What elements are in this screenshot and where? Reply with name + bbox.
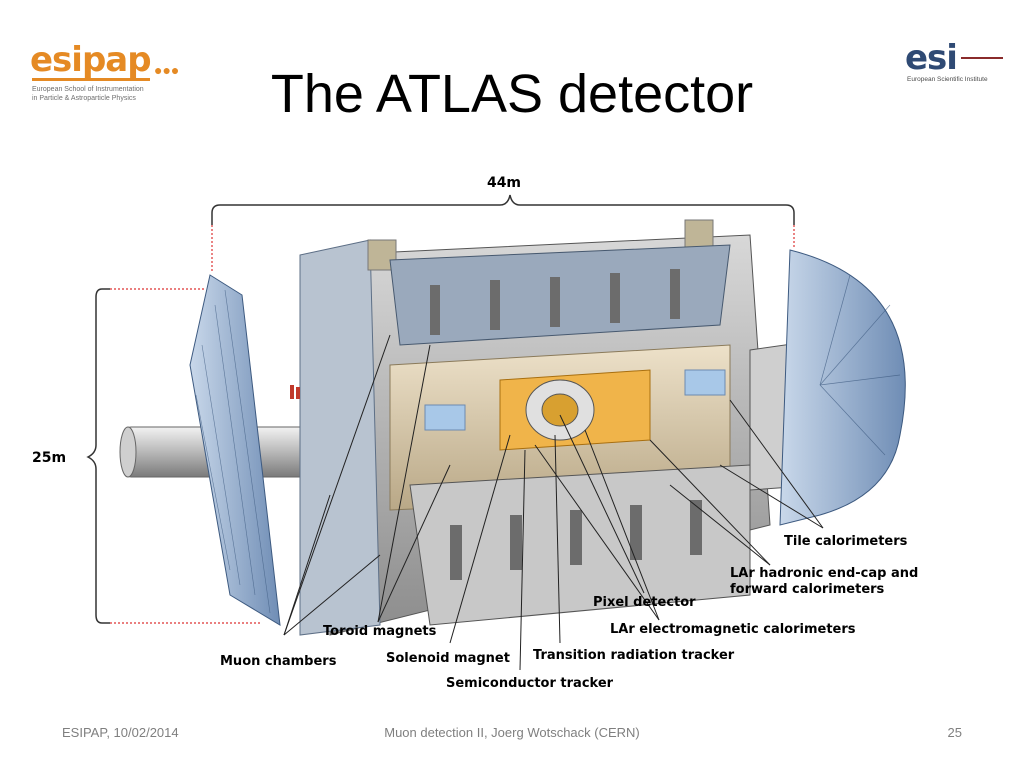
footer-title: Muon detection II, Joerg Wotschack (CERN… bbox=[384, 725, 640, 740]
muon-wheel-right-segments bbox=[819, 274, 901, 456]
leader-lines bbox=[283, 334, 824, 671]
length-bracket bbox=[211, 194, 795, 225]
barrel-left-face bbox=[299, 239, 381, 636]
pixel-detector-core bbox=[541, 393, 579, 427]
person-figure-2 bbox=[296, 387, 300, 399]
toroid-coils-top bbox=[430, 269, 680, 335]
atlas-detector-figure: 44m 25m bbox=[30, 165, 980, 705]
esi-logo: esi European Scientific Institute bbox=[905, 38, 1005, 88]
label-solenoid-magnet: Solenoid magnet bbox=[386, 651, 510, 666]
page-number: 25 bbox=[947, 725, 962, 740]
esipap-logo-word: esipap bbox=[30, 40, 152, 80]
toroid-coils-bottom bbox=[450, 500, 702, 580]
label-transition-radiation-tracker: Transition radiation tracker bbox=[533, 648, 735, 663]
label-pixel-detector: Pixel detector bbox=[593, 595, 696, 610]
height-label: 25m bbox=[32, 450, 66, 466]
esi-logo-rule bbox=[961, 57, 1003, 59]
atlas-detector-illustration: 44m 25m bbox=[32, 175, 918, 691]
label-lar-hadronic-line2: forward calorimeters bbox=[730, 582, 885, 597]
esipap-logo-underline bbox=[32, 78, 150, 81]
label-muon-chambers: Muon chambers bbox=[220, 654, 337, 669]
height-bracket bbox=[86, 288, 110, 624]
esi-logo-subtitle: European Scientific Institute bbox=[907, 76, 988, 83]
calorimeter-window-right bbox=[684, 369, 726, 396]
footer-date: ESIPAP, 10/02/2014 bbox=[62, 725, 179, 740]
muon-wheel-right bbox=[779, 249, 906, 526]
label-lar-hadronic-line1: LAr hadronic end-cap and bbox=[730, 566, 918, 581]
label-toroid-magnets: Toroid magnets bbox=[323, 624, 437, 639]
esipap-logo-subtitle-line2: in Particle & Astroparticle Physics bbox=[32, 95, 136, 102]
height-dimension: 25m bbox=[32, 288, 260, 624]
length-dimension: 44m bbox=[211, 175, 795, 273]
length-label: 44m bbox=[487, 175, 521, 191]
beam-pipe-end bbox=[119, 426, 137, 478]
muon-wheel-left-segments bbox=[195, 289, 271, 614]
esi-logo-word: esi bbox=[905, 38, 958, 78]
esipap-logo-dots: ●●● bbox=[154, 62, 180, 78]
slide-title: The ATLAS detector bbox=[270, 64, 754, 124]
esipap-logo-subtitle-line1: European School of Instrumentation bbox=[32, 86, 144, 93]
label-semiconductor-tracker: Semiconductor tracker bbox=[446, 676, 614, 691]
label-tile-calorimeters: Tile calorimeters bbox=[784, 534, 908, 549]
esipap-logo-subtitle: European School of Instrumentation in Pa… bbox=[32, 85, 144, 103]
calorimeter-window-left bbox=[424, 404, 466, 431]
label-lar-em-calorimeters: LAr electromagnetic calorimeters bbox=[610, 622, 856, 637]
person-figure-1 bbox=[290, 385, 294, 399]
esipap-logo: esipap ●●● European School of Instrument… bbox=[30, 40, 180, 110]
